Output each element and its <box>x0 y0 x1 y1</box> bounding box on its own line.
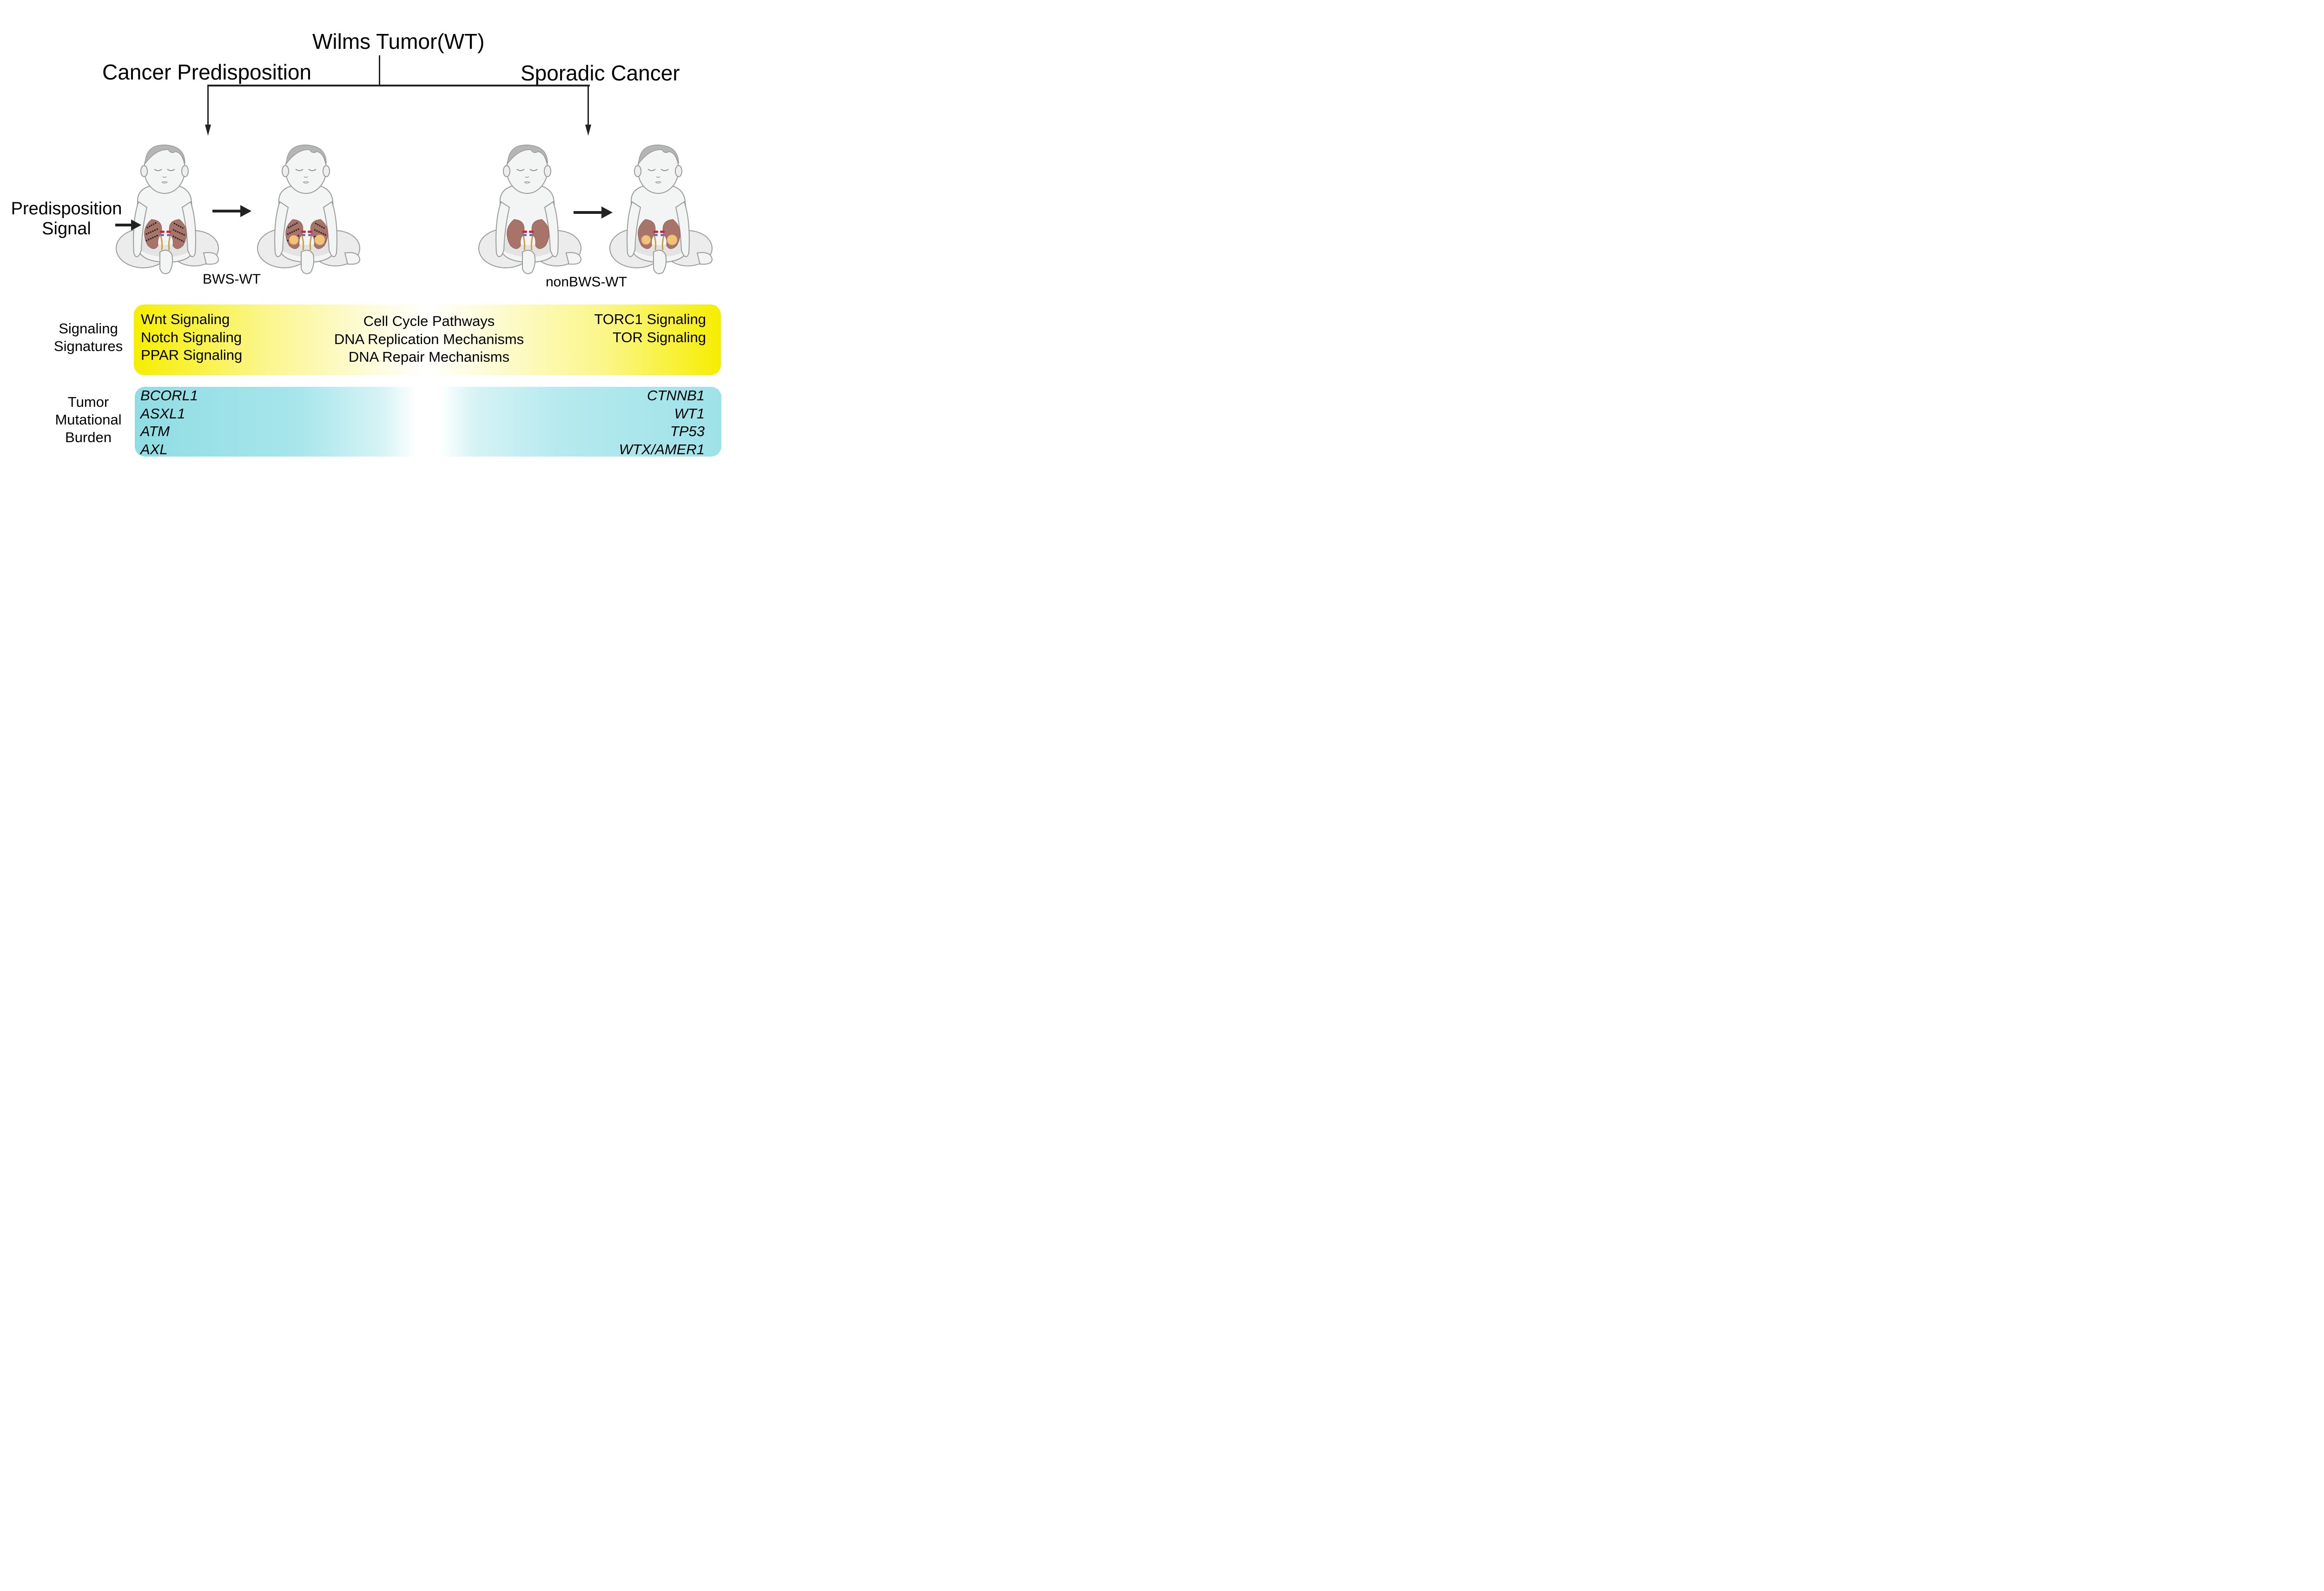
gene-item: WTX/AMER1 <box>619 441 705 457</box>
gene-item: BCORL1 <box>140 387 198 404</box>
signaling-row-label: Signaling Signatures <box>46 320 130 355</box>
left-branch-arrow <box>205 86 211 136</box>
signaling-item: DNA Repair Mechanisms <box>348 349 510 365</box>
signaling-item: Cell Cycle Pathways <box>363 313 495 329</box>
right-branch-arrow <box>585 86 591 136</box>
gene-item: TP53 <box>670 423 705 439</box>
signaling-item: DNA Replication Mechanisms <box>334 331 524 347</box>
signaling-item: Wnt Signaling <box>141 311 230 327</box>
gene-item: ATM <box>140 423 170 439</box>
genes-left-list: BCORL1 ASXL1 ATM AXL <box>140 387 198 458</box>
signaling-item: TORC1 Signaling <box>594 311 706 327</box>
root-title: Wilms Tumor(WT) <box>312 29 485 53</box>
genes-right-list: CTNNB1 WT1 TP53 WTX/AMER1 <box>619 387 705 458</box>
right-branch-title: Sporadic Cancer <box>521 61 680 85</box>
bws-wt-caption: BWS-WT <box>203 272 261 287</box>
progression-arrow-bws-icon <box>212 205 251 217</box>
baby-illustration-bws-predisposition <box>116 144 219 274</box>
signaling-item: Notch Signaling <box>141 329 242 345</box>
predisposition-arrow-icon <box>115 219 141 231</box>
mutational-burden-box: BCORL1 ASXL1 ATM AXL CTNNB1 WT1 TP53 WTX… <box>135 387 721 457</box>
gene-item: AXL <box>140 441 168 457</box>
signaling-item: TOR Signaling <box>612 329 706 345</box>
branch-horizontal-line <box>207 85 590 86</box>
mutational-label-line3: Burden <box>65 429 112 445</box>
baby-illustration-nonbws-tumor <box>609 144 713 274</box>
left-branch-title: Cancer Predisposition <box>102 60 312 84</box>
signaling-signatures-box: Wnt Signaling Notch Signaling PPAR Signa… <box>134 305 721 375</box>
mutational-label-line1: Tumor <box>67 394 109 410</box>
signaling-right-list: TORC1 Signaling TOR Signaling <box>594 311 706 346</box>
gene-item: CTNNB1 <box>647 387 705 404</box>
baby-illustration-nonbws-normal <box>478 144 581 274</box>
signaling-center-list: Cell Cycle Pathways DNA Replication Mech… <box>324 312 534 366</box>
gene-item: ASXL1 <box>140 405 185 422</box>
signaling-item: PPAR Signaling <box>141 347 243 363</box>
baby-illustration-bws-tumor <box>257 144 360 274</box>
root-stem-line <box>379 55 380 85</box>
gene-item: WT1 <box>674 405 705 422</box>
progression-arrow-nonbws-icon <box>574 206 613 219</box>
mutational-label-line2: Mutational <box>55 411 122 428</box>
signaling-label-line1: Signaling <box>59 320 118 337</box>
predisposition-label-line2: Signal <box>42 219 91 239</box>
nonbws-wt-caption: nonBWS-WT <box>546 274 627 290</box>
signaling-left-list: Wnt Signaling Notch Signaling PPAR Signa… <box>141 311 242 365</box>
predisposition-signal-label: Predisposition Signal <box>8 199 125 239</box>
mutational-burden-row-label: Tumor Mutational Burden <box>46 393 130 446</box>
predisposition-label-line1: Predisposition <box>11 199 122 219</box>
signaling-label-line2: Signatures <box>53 338 123 354</box>
